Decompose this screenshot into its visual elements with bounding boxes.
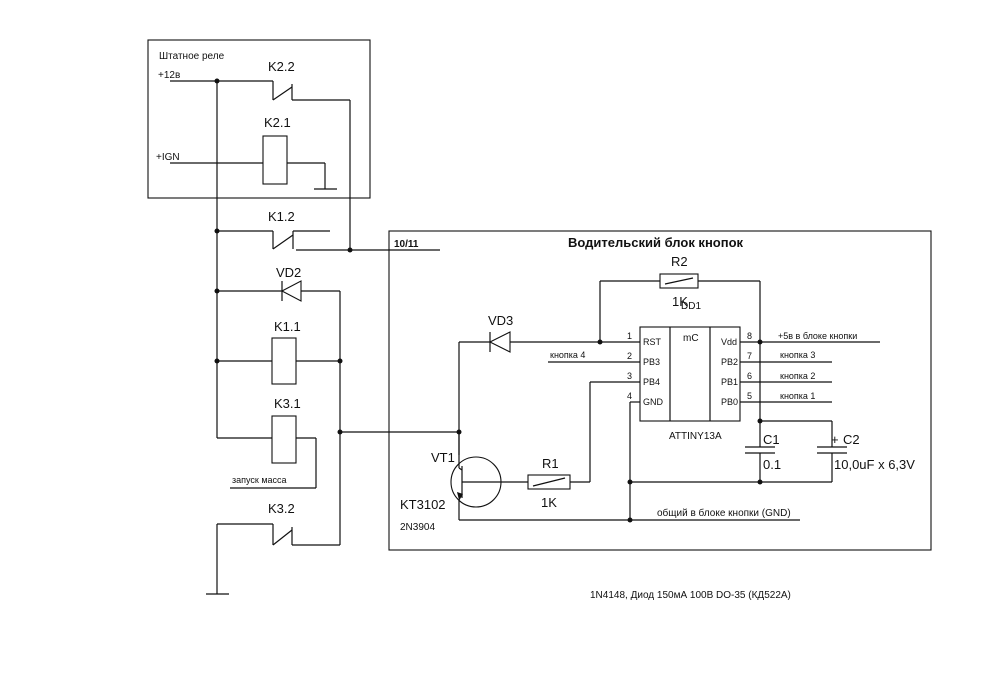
k3-2-label: K3.2 (268, 501, 295, 516)
plus12-label: +12в (158, 70, 180, 81)
k3-2-contact (216, 523, 340, 594)
junction-dot (627, 479, 633, 485)
c2-label: C2 (843, 432, 860, 447)
connector-label: 10/11 (394, 239, 419, 250)
k1-1-label: K1.1 (274, 319, 301, 334)
mcu-pin-pb4: 3 PB4 (589, 371, 660, 482)
vt1-label: VT1 (431, 450, 455, 465)
mcu-pin-pb0: PB0 5 кнопка 1 (721, 391, 832, 407)
svg-text:GND: GND (643, 397, 664, 407)
junction-dot (347, 247, 353, 253)
r2-resistor (599, 273, 761, 342)
r2-label: R2 (671, 254, 688, 269)
svg-text:PB0: PB0 (721, 397, 738, 407)
svg-text:RST: RST (643, 337, 662, 347)
c1-value: 0.1 (763, 457, 781, 472)
svg-text:+5в в блоке кнопки: +5в в блоке кнопки (778, 331, 857, 341)
k3-1-coil (271, 415, 297, 464)
zapusk-label: запуск масса (232, 475, 287, 485)
vd2-diode (217, 280, 340, 302)
button-block-frame (388, 230, 932, 551)
svg-text:4: 4 (627, 391, 632, 401)
dd1-label: DD1 (681, 301, 701, 312)
mcu-name: ATTINY13A (669, 431, 722, 442)
c1-label: C1 (763, 432, 780, 447)
k1-2-label: K1.2 (268, 209, 295, 224)
r1-label: R1 (542, 456, 559, 471)
svg-text:8: 8 (747, 331, 752, 341)
svg-text:5: 5 (747, 391, 752, 401)
svg-text:Vdd: Vdd (721, 337, 737, 347)
c2-capacitor (817, 446, 847, 482)
c2-value: 10,0uF x 6,3V (834, 457, 915, 472)
junction-dot (627, 517, 633, 523)
diode-footnote: 1N4148, Диод 150мА 100В DO-35 (КД522А) (590, 590, 791, 601)
k1-2-contact (217, 230, 330, 250)
svg-text:1: 1 (627, 331, 632, 341)
mcu-pin-pb1: PB1 6 кнопка 2 (721, 371, 832, 387)
mcu-pin-gnd: 4 GND (627, 391, 664, 520)
svg-text:кнопка 2: кнопка 2 (780, 371, 815, 381)
mcu-attiny13a (639, 326, 741, 422)
mcu-pin-pb3: 2 PB3 кнопка 4 (548, 350, 660, 367)
svg-text:PB4: PB4 (643, 377, 660, 387)
k2-2-label: K2.2 (268, 59, 295, 74)
vt1-transistor (450, 455, 528, 520)
stock-relay-frame (147, 39, 371, 199)
r2-value: 1K (672, 294, 688, 309)
svg-text:кнопка 4: кнопка 4 (550, 350, 585, 360)
k1-1-coil (271, 337, 297, 385)
junction-dot (337, 429, 343, 435)
ign-label: +IGN (156, 152, 180, 163)
r1-resistor (527, 474, 590, 490)
junction-dot (597, 339, 603, 345)
junction-dot (757, 479, 763, 485)
svg-text:PB3: PB3 (643, 357, 660, 367)
mcu-pin-pb2: PB2 7 кнопка 3 (721, 350, 832, 367)
mcu-pin-rst: 1 RST (627, 331, 662, 347)
svg-text:кнопка 1: кнопка 1 (780, 391, 815, 401)
button-block-title: Водительский блок кнопок (568, 235, 744, 250)
c1-capacitor (745, 446, 775, 482)
gnd-net-label: общий в блоке кнопки (GND) (657, 507, 791, 519)
vt1-type: KT3102 (400, 497, 446, 512)
k3-1-label: K3.1 (274, 396, 301, 411)
c2-plus: + (831, 432, 839, 447)
vd3-label: VD3 (488, 313, 513, 328)
mcu-pin-vdd: Vdd 8 +5в в блоке кнопки (721, 331, 880, 347)
svg-text:кнопка 3: кнопка 3 (780, 350, 815, 360)
svg-text:3: 3 (627, 371, 632, 381)
k2-2-contact (272, 81, 350, 101)
stock-relay-title: Штатное реле (159, 51, 225, 62)
svg-text:6: 6 (747, 371, 752, 381)
r1-value: 1K (541, 495, 557, 510)
mcu-mc-label: mC (683, 333, 699, 344)
junction-dot (337, 358, 343, 364)
k2-1-label: K2.1 (264, 115, 291, 130)
vd2-label: VD2 (276, 265, 301, 280)
junction-dot (757, 418, 763, 424)
svg-text:PB1: PB1 (721, 377, 738, 387)
vt1-alt: 2N3904 (400, 522, 435, 533)
svg-text:2: 2 (627, 351, 632, 361)
svg-text:PB2: PB2 (721, 357, 738, 367)
k2-1-coil (262, 135, 288, 185)
svg-text:7: 7 (747, 351, 752, 361)
